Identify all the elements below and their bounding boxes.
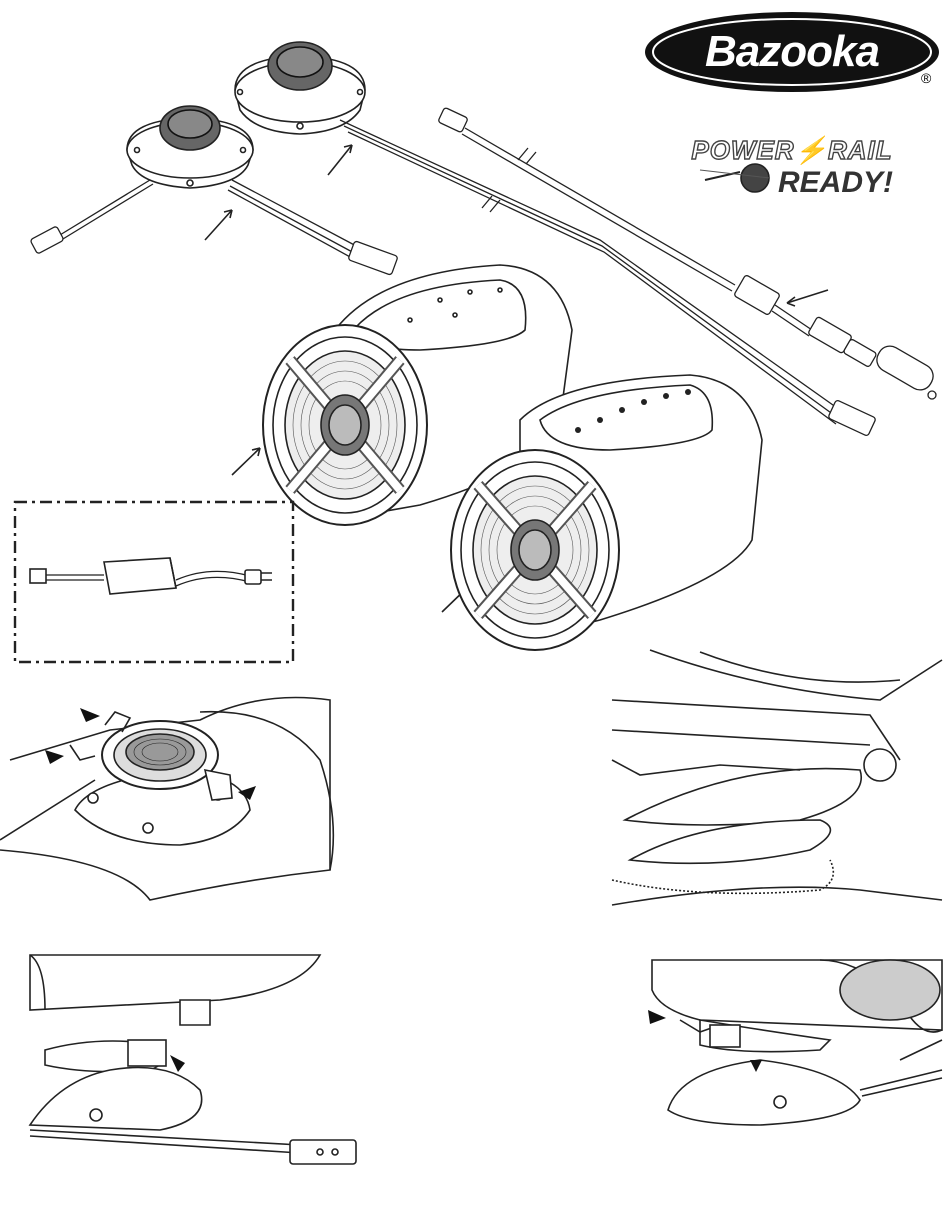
registered-mark: ® [921,70,931,86]
power-rail-badge-shape [700,164,770,192]
detail-underside-mount [612,650,942,910]
detail-connector-left [30,955,356,1164]
brand-logo: Bazooka [642,12,942,92]
detail-connector-right [648,960,942,1125]
brand-name: Bazooka [642,12,942,92]
detail-clip-install [0,698,333,901]
tweeter-puck-left [127,106,253,188]
power-supply-callout [15,502,293,662]
ready-label: READY! [778,166,893,200]
tweeter-puck-right [235,42,365,134]
power-rail-title: POWER⚡RAIL [664,135,920,166]
